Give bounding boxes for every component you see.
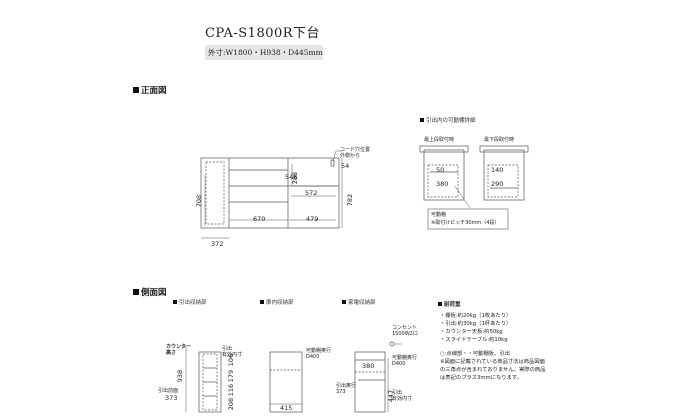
- dim-546: 546: [285, 173, 298, 181]
- outlet-label: コンセント 1500W2口: [392, 325, 418, 337]
- side-dim-106: 106: [227, 353, 236, 367]
- dim-479: 479: [306, 215, 319, 223]
- shelf-left-caption: 最上段取付時: [424, 137, 455, 143]
- sub-appliance-storage: 家電収納部: [342, 298, 376, 306]
- front-view-heading: 正面図: [133, 84, 167, 96]
- dim-572: 572: [305, 189, 318, 197]
- shelf-note-box: [427, 208, 509, 230]
- side-dim-116: 116: [227, 383, 236, 397]
- shelf-left-dim-top: 50: [436, 166, 445, 174]
- product-title: CPA-S1800R下台: [205, 26, 321, 41]
- bullet-square-icon: [133, 87, 139, 93]
- sub-door-storage: 扉内収納部: [260, 298, 294, 306]
- side-view-appliance: [354, 351, 386, 413]
- outer-dimensions: 外寸:W1800・H938・D445mm: [205, 45, 323, 60]
- side-view-drawer: [198, 351, 222, 413]
- shelf-note-line1: 可動棚: [431, 212, 447, 218]
- drawer-depth-label: 引出奥行 373: [336, 383, 357, 395]
- side-dim-179: 179: [227, 369, 236, 383]
- dim-447: 447: [387, 389, 396, 403]
- bullet-square-icon: [420, 118, 424, 122]
- drawer-effective-label: 引出 有効内寸: [222, 346, 243, 358]
- cord-hole-label: コード穴位置 外側から: [340, 147, 371, 159]
- dim-288: 288: [291, 171, 300, 185]
- legend-text: ○:点線部・・可動棚板、引出: [440, 351, 510, 357]
- note-text: ※図面に記載されている商品寸法は商品図面の三角点が含まれておりません。実際の商品…: [440, 359, 546, 381]
- sub-drawer-storage: 引出収納部: [173, 298, 207, 306]
- shelf-right-caption: 最下段取付時: [484, 137, 515, 143]
- movable-shelf-label-2: 可動棚奥行 D400: [392, 355, 418, 367]
- shelf-right-dim-top: 140: [491, 166, 504, 174]
- side-view-door: [269, 351, 303, 413]
- depth-415: 415: [280, 404, 293, 412]
- load-item: ・引出:約30kg（1杯あたり）: [440, 321, 512, 327]
- shelf-detail-heading: 引出内の可動棚詳細: [420, 116, 476, 124]
- movable-shelf-label: 可動棚奥行 D400: [306, 348, 332, 360]
- shelf-left-dim-bottom: 380: [436, 180, 449, 188]
- dim-670: 670: [253, 215, 266, 223]
- drawer-front-label: 引出前面: [158, 388, 179, 394]
- dim-708: 708: [195, 194, 204, 208]
- shelf-detail-left: [423, 149, 465, 201]
- counter-height-label: カウンター 高さ: [166, 344, 192, 356]
- bullet-square-icon: [133, 289, 139, 295]
- drawer-front-value: 373: [165, 394, 178, 402]
- shelf-right-dim-bottom: 290: [491, 180, 504, 188]
- load-heading: 耐荷重: [438, 300, 461, 308]
- shelf-note-line2: ※取付けピッチ30mm（4段）: [431, 220, 500, 226]
- front-cabinet-outline: [200, 157, 340, 229]
- depth-380: 380: [362, 362, 375, 370]
- counter-height-value: 938: [176, 369, 185, 383]
- load-notes: ・棚板:約20kg（1枚あたり） ・引出:約30kg（1杯あたり） ・カウンター…: [440, 312, 550, 382]
- dim-372: 372: [211, 240, 224, 248]
- load-item: ・カウンター天板:約50kg: [440, 329, 503, 335]
- side-view-heading: 側面図: [133, 286, 167, 298]
- drawer-effective-label-2: 引出 有効内寸: [392, 390, 413, 402]
- side-dim-208: 208: [227, 397, 236, 411]
- load-item: ・スライドテーブル:約10kg: [440, 337, 508, 343]
- cord-hole-value: 54: [341, 162, 350, 170]
- dim-782: 782: [346, 193, 355, 207]
- load-item: ・棚板:約20kg（1枚あたり）: [440, 313, 512, 319]
- shelf-detail-right: [483, 149, 525, 201]
